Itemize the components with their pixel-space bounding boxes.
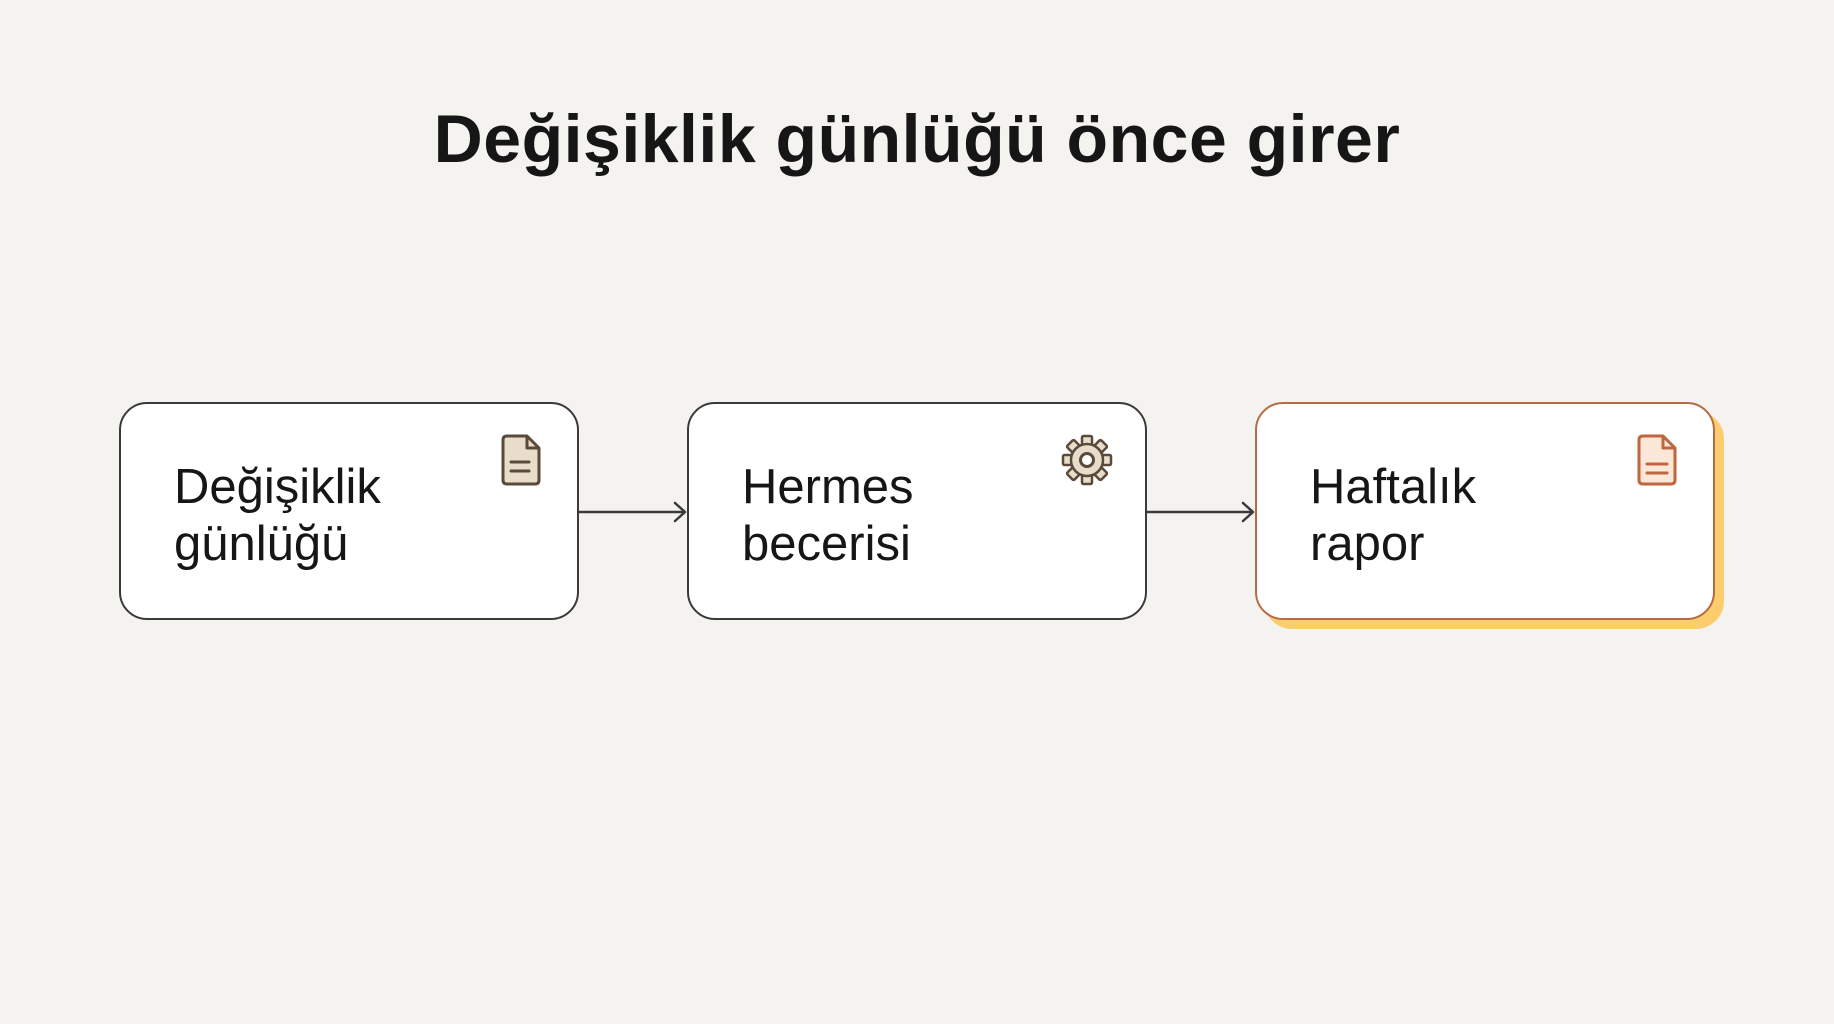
node-label-line-2: günlüğü <box>174 517 349 571</box>
node-label: Haftalık rapor <box>1310 459 1630 573</box>
flow-arrow <box>1147 500 1257 524</box>
node-label: Hermes becerisi <box>742 459 1062 573</box>
node-label-line-2: becerisi <box>742 517 911 571</box>
document-icon <box>499 434 543 486</box>
node-label-line-1: Hermes <box>742 460 914 514</box>
node-label-line-1: Haftalık <box>1310 460 1477 514</box>
diagram-title: Değişiklik günlüğü önce girer <box>433 101 1401 177</box>
node-label: Değişiklik günlüğü <box>174 459 494 573</box>
node-changelog: Değişiklik günlüğü <box>119 402 579 620</box>
document-icon <box>1635 434 1679 486</box>
node-hermes-skill: Hermes becerisi <box>687 402 1147 620</box>
node-label-line-2: rapor <box>1310 517 1425 571</box>
gear-icon <box>1061 434 1113 486</box>
flow-arrow <box>579 500 689 524</box>
node-label-line-1: Değişiklik <box>174 460 381 514</box>
node-weekly-report: Haftalık rapor <box>1255 402 1715 620</box>
